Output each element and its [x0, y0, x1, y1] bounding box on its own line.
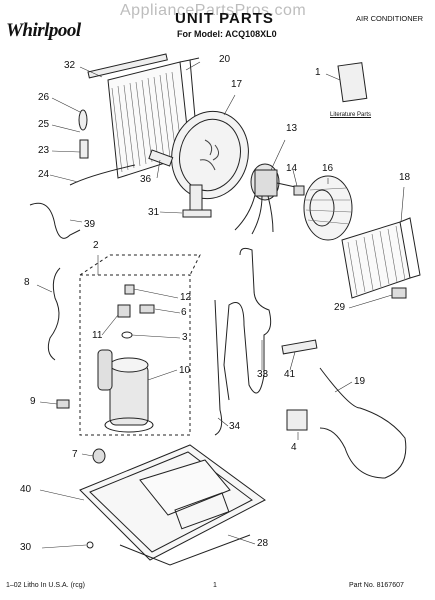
watermark: AppliancePartsPros.com: [120, 2, 307, 19]
discharge-tube: [214, 299, 223, 436]
callout-34: 34: [229, 421, 241, 432]
callout-10: 10: [179, 365, 191, 376]
suction-tube: [223, 247, 272, 401]
leader-lines: [36, 61, 405, 549]
callout-33: 33: [257, 369, 269, 380]
washer: [293, 185, 305, 196]
clip: [121, 331, 133, 339]
base-pan: [79, 444, 266, 561]
wire-harness-clip: [182, 209, 212, 218]
callout-20: 20: [219, 54, 231, 65]
capillary-tube: [319, 367, 407, 479]
callout-16: 16: [322, 163, 334, 174]
footer-part-number: Part No. 8167607: [349, 582, 404, 589]
fan-motor: [234, 163, 301, 235]
callout-4: 4: [291, 442, 297, 453]
foam-strip: [87, 53, 168, 79]
callout-39: 39: [84, 219, 96, 230]
callout-6: 6: [181, 307, 187, 318]
callout-18: 18: [399, 172, 411, 183]
insulation-strip: [119, 534, 251, 566]
terminal-cover: [124, 284, 135, 295]
compressor-group-box: [79, 274, 191, 436]
callout-31: 31: [148, 207, 160, 218]
filter-drier: [281, 339, 318, 355]
callout-29: 29: [334, 302, 346, 313]
callout-23: 23: [38, 145, 50, 156]
callout-41: 41: [284, 369, 296, 380]
mounting-clip: [148, 149, 174, 167]
overload-protector: [139, 304, 155, 314]
evaporator-coil: [341, 217, 421, 299]
literature-parts-label: Literature Parts: [330, 112, 372, 118]
capillary-fitting: [78, 109, 88, 131]
callout-28: 28: [257, 538, 269, 549]
category-label: AIR CONDITIONER: [356, 14, 424, 23]
thermostat: [286, 409, 308, 431]
brand-logo: Whirlpool: [6, 20, 81, 41]
callout-24: 24: [38, 169, 50, 180]
callout-30: 30: [20, 542, 32, 553]
condenser-coil: [107, 57, 200, 179]
callout-1: 1: [315, 67, 321, 78]
page-title: UNIT PARTS: [175, 10, 274, 27]
callout-12: 12: [180, 292, 192, 303]
callout-8: 8: [24, 277, 30, 288]
rubber-grommet: [92, 448, 106, 464]
footer-page-number: 1: [213, 582, 217, 589]
grommet: [117, 304, 131, 318]
callout-36: 36: [140, 174, 152, 185]
callout-19: 19: [354, 376, 366, 387]
footer-litho: 1–02 Litho In U.S.A. (rcg): [6, 582, 85, 589]
callout-7: 7: [72, 449, 78, 460]
fan-shroud: [171, 110, 249, 216]
sensor-tube: [79, 139, 89, 159]
literature-booklet: [337, 62, 368, 103]
drain-tube: [69, 164, 136, 186]
callout-9: 9: [30, 396, 36, 407]
callout-11: 11: [92, 330, 103, 341]
power-cord: [47, 267, 61, 361]
callout-13: 13: [286, 123, 298, 134]
callout-32: 32: [64, 60, 76, 71]
compressor: [97, 349, 154, 433]
bracket: [391, 287, 407, 299]
mounting-bolt: [56, 399, 70, 409]
callout-17: 17: [231, 79, 243, 90]
blower-wheel: [303, 175, 353, 241]
model-line: For Model: ACQ108XL0: [177, 29, 277, 39]
refrigerant-tube: [29, 202, 81, 239]
screw: [86, 541, 94, 549]
callout-26: 26: [38, 92, 50, 103]
callout-14: 14: [286, 163, 298, 174]
callout-40: 40: [20, 484, 32, 495]
callout-2: 2: [93, 240, 99, 251]
callout-3: 3: [182, 332, 188, 343]
callout-25: 25: [38, 119, 50, 130]
